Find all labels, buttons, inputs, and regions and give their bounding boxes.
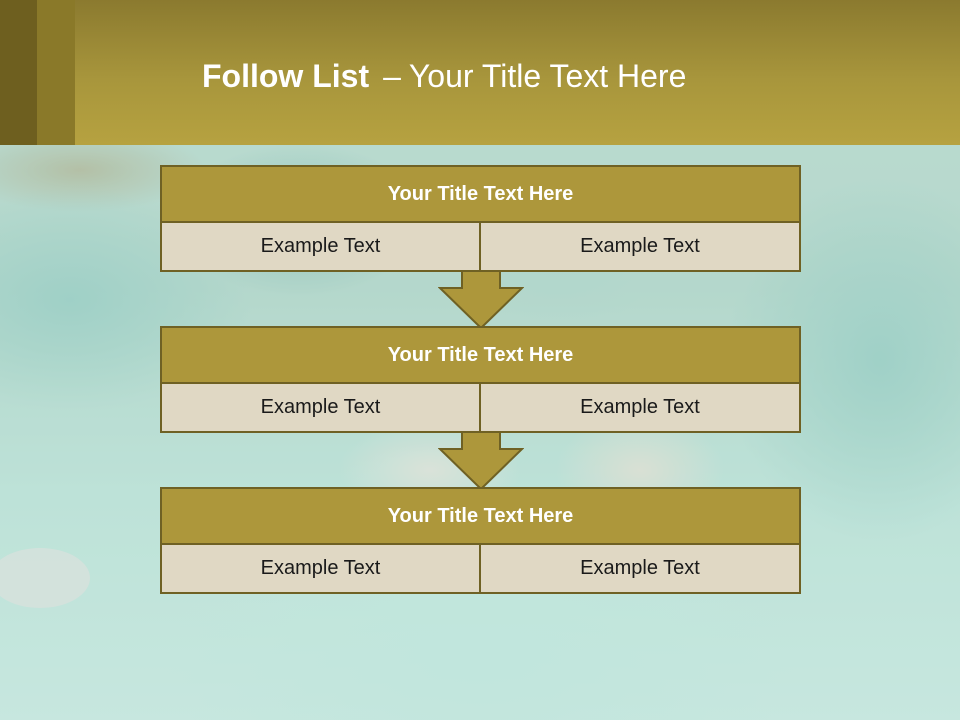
flow-block-title: Your Title Text Here — [160, 165, 801, 223]
slide-title-main: Follow List — [202, 58, 370, 94]
header-accent-strip-dark — [0, 0, 37, 145]
flow-block-3: Your Title Text Here Example Text Exampl… — [160, 487, 801, 594]
flow-block-cell-right: Example Text — [479, 543, 801, 594]
slide-title-separator: – — [383, 58, 401, 94]
down-arrow-icon — [438, 431, 524, 491]
flow-block-1: Your Title Text Here Example Text Exampl… — [160, 165, 801, 272]
header-band: Follow List–Your Title Text Here — [0, 0, 960, 145]
background-tray — [0, 548, 90, 608]
header-accent-strip — [37, 0, 75, 145]
down-arrow-icon — [438, 270, 524, 330]
flow-block-2: Your Title Text Here Example Text Exampl… — [160, 326, 801, 433]
flow-block-cell-right: Example Text — [479, 221, 801, 272]
slide-title: Follow List–Your Title Text Here — [202, 54, 686, 98]
flow-block-title: Your Title Text Here — [160, 326, 801, 384]
slide-title-sub: Your Title Text Here — [408, 58, 687, 94]
flow-block-cell-left: Example Text — [160, 221, 481, 272]
flow-block-cell-right: Example Text — [479, 382, 801, 433]
flow-block-title: Your Title Text Here — [160, 487, 801, 545]
flow-block-cell-left: Example Text — [160, 382, 481, 433]
flow-block-cell-left: Example Text — [160, 543, 481, 594]
